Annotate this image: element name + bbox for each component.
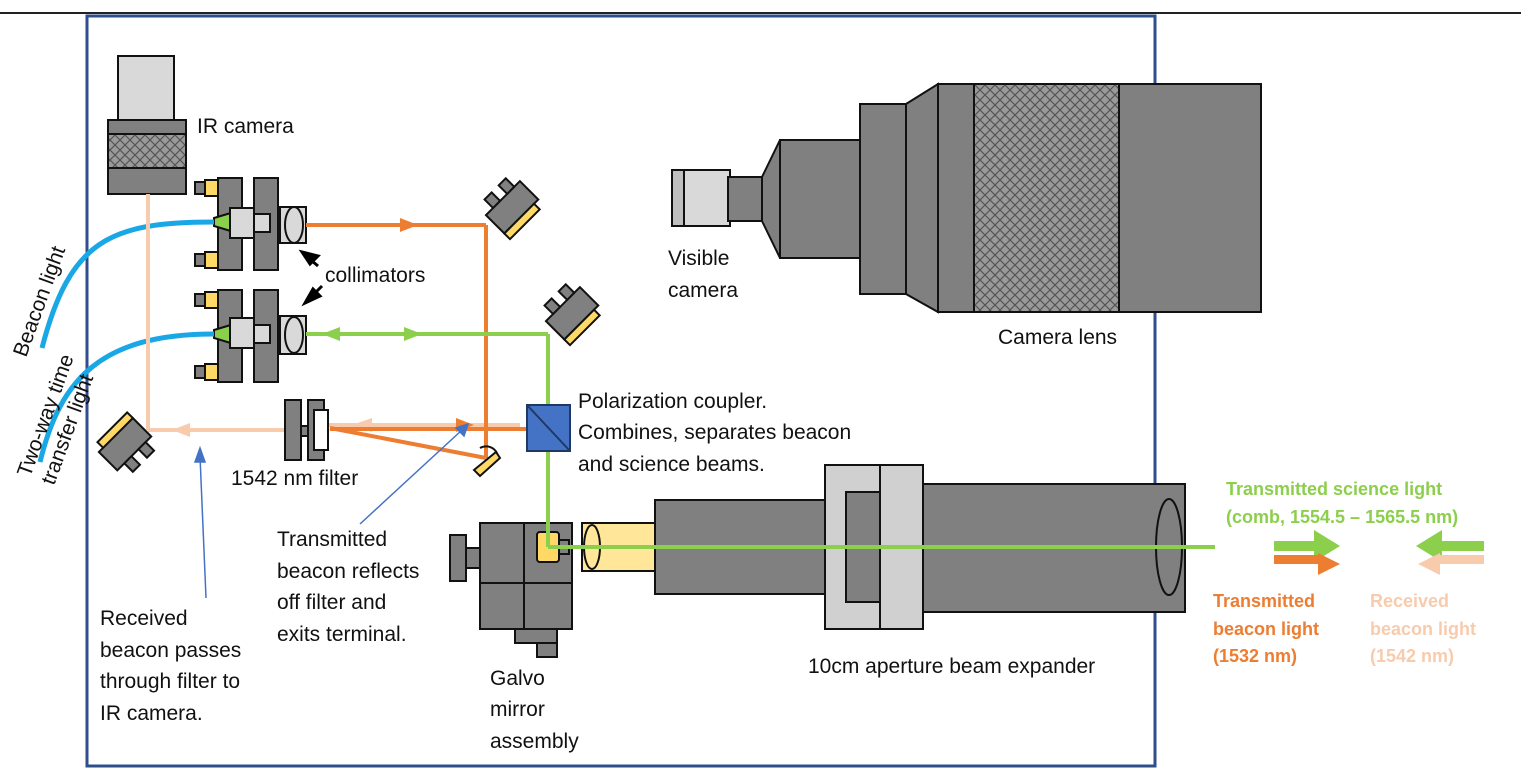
legend-rx-beacon-3: (1542 nm) — [1370, 646, 1454, 666]
polarization-coupler — [526, 404, 571, 452]
legend-rx-beacon-1: Received — [1370, 591, 1449, 611]
legend-tx-beacon-3: (1532 nm) — [1213, 646, 1297, 666]
received-beacon-note-1: Received — [100, 607, 188, 630]
legend-tx-beacon-1: Transmitted — [1213, 591, 1315, 611]
filter-1542nm — [284, 399, 329, 461]
terminal-frame — [85, 14, 1157, 768]
collimator-pointers — [298, 249, 324, 307]
visible-camera — [671, 139, 781, 259]
galvo-label-1: Galvo — [490, 667, 545, 690]
legend-science-2: (comb, 1554.5 – 1565.5 nm) — [1226, 507, 1458, 527]
small-mirror — [472, 445, 502, 478]
legend-receive-arrow — [1416, 530, 1484, 575]
collimator-top — [194, 177, 307, 271]
ir-camera — [107, 55, 187, 195]
transmitted-beacon-note-3: off filter and — [277, 591, 386, 614]
legend-transmit-arrow — [1274, 530, 1340, 575]
polarization-label-1: Polarization coupler. — [578, 390, 767, 413]
filter-label: 1542 nm filter — [231, 467, 358, 490]
camera-lens-label: Camera lens — [998, 326, 1117, 349]
received-beacon-note-4: IR camera. — [100, 702, 203, 725]
visible-camera-label-1: Visible — [668, 247, 729, 270]
callout-pointers — [193, 422, 470, 599]
transmitted-beacon-beam — [306, 218, 528, 460]
fold-mirror-left — [96, 410, 156, 474]
ir-camera-label: IR camera — [197, 115, 294, 138]
collimator-bottom — [194, 289, 307, 383]
transmitted-beacon-note-4: exits terminal. — [277, 623, 407, 646]
science-beam — [306, 327, 1215, 549]
received-beacon-beam — [146, 194, 520, 437]
fold-mirror-top-right — [483, 176, 542, 241]
galvo-label-2: mirror — [490, 698, 545, 721]
received-beacon-note-3: through filter to — [100, 670, 240, 693]
received-beacon-note-2: beacon passes — [100, 639, 241, 662]
collimators-label: collimators — [325, 264, 425, 287]
beam-expander-label: 10cm aperture beam expander — [808, 655, 1095, 678]
beacon-fiber — [39, 219, 215, 349]
camera-lens — [779, 82, 1262, 314]
galvo-mirror-assembly — [449, 522, 573, 658]
galvo-label-3: assembly — [490, 730, 579, 753]
transmitted-beacon-note-2: beacon reflects — [277, 560, 419, 583]
visible-camera-label-2: camera — [668, 279, 738, 302]
transmitted-beacon-note-1: Transmitted — [277, 528, 387, 551]
legend-rx-beacon-2: beacon light — [1370, 619, 1476, 639]
legend-science-1: Transmitted science light — [1226, 479, 1442, 499]
polarization-label-2: Combines, separates beacon — [578, 421, 851, 444]
legend: Transmitted science light (comb, 1554.5 … — [1213, 479, 1484, 666]
polarization-label-3: and science beams. — [578, 453, 765, 476]
fold-mirror-middle-right — [543, 282, 602, 347]
legend-tx-beacon-2: beacon light — [1213, 619, 1319, 639]
time-transfer-fiber — [37, 331, 215, 463]
beacon-light-label: Beacon light — [9, 243, 70, 360]
